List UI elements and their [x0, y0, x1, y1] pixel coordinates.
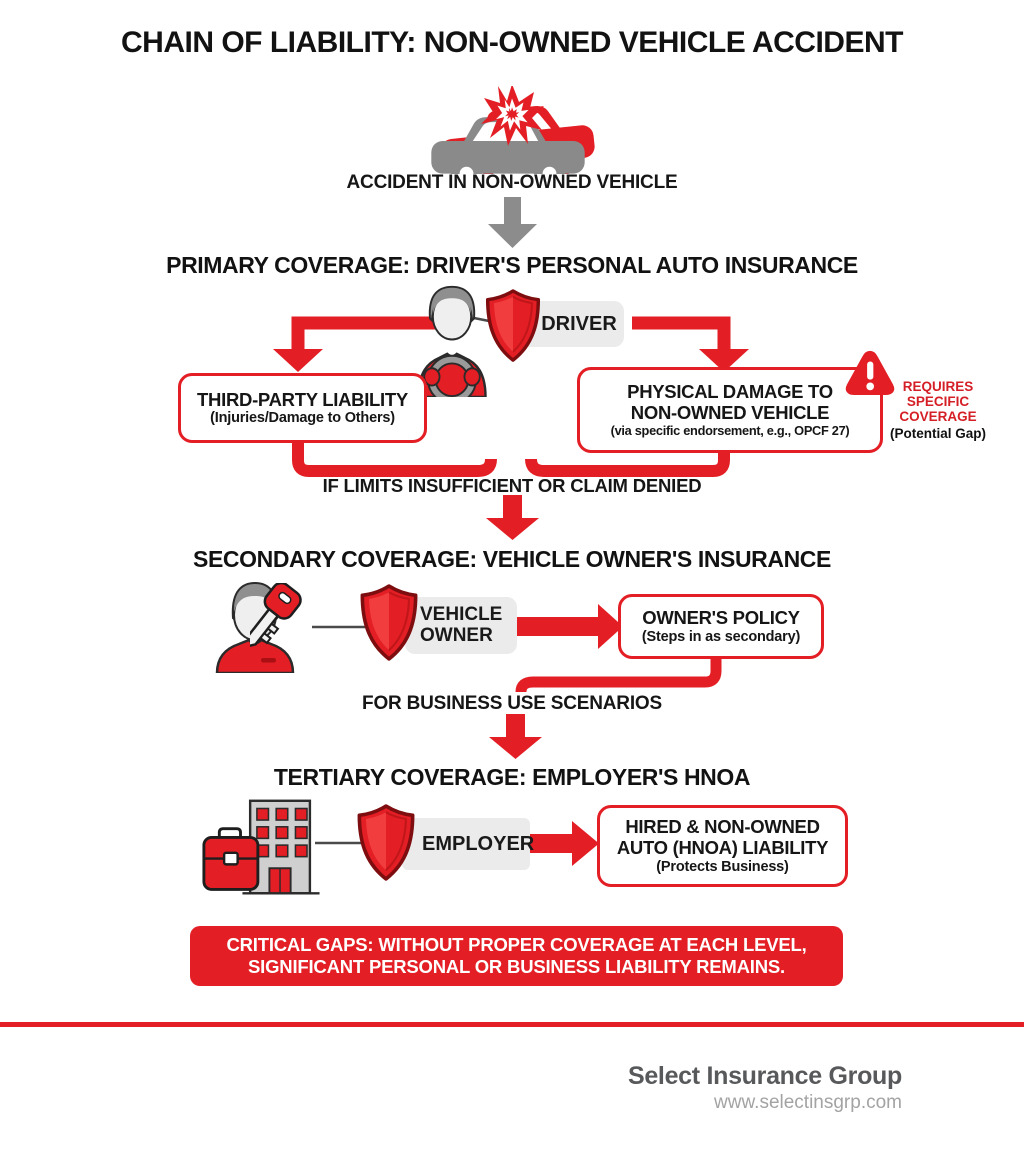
crash-burst-icon [481, 86, 544, 146]
car-crash-icon [382, 86, 642, 174]
footer: Select Insurance Group www.selectinsgrp.… [628, 1062, 902, 1114]
physical-damage-box: PHYSICAL DAMAGE TO NON-OWNED VEHICLE (vi… [577, 367, 883, 453]
owners-policy-box: OWNER'S POLICY (Steps in as secondary) [618, 594, 824, 659]
arrow-down-red-1-icon [486, 495, 539, 540]
driver-person-icon [417, 285, 487, 397]
critical-gaps-banner: CRITICAL GAPS: WITHOUT PROPER COVERAGE A… [190, 926, 843, 986]
vehicle-owner-label: VEHICLE OWNER [405, 597, 517, 654]
car-key-icon [250, 583, 302, 649]
tertiary-heading: TERTIARY COVERAGE: EMPLOYER'S HNOA [273, 764, 751, 790]
employer-hnoa-arrow-icon [528, 821, 599, 866]
company-name: Select Insurance Group [627, 1062, 902, 1090]
hnoa-liability-box: HIRED & NON-OWNED AUTO (HNOA) LIABILITY … [597, 805, 848, 887]
coverage-warning-note: REQUIRES SPECIFIC COVERAGE (Potential Ga… [889, 379, 986, 441]
warning-triangle-icon [845, 350, 895, 396]
employer-label: EMPLOYER [402, 818, 534, 870]
business-use-caption: FOR BUSINESS USE SCENARIOS [362, 693, 662, 714]
owner-policy-arrow-icon [516, 604, 623, 649]
arrow-down-red-2-icon [489, 714, 542, 759]
vehicle-owner-shield-icon [358, 583, 420, 663]
red-separator-line [0, 1022, 1024, 1027]
third-party-liability-box: THIRD-PARTY LIABILITY (Injuries/Damage t… [178, 373, 427, 443]
secondary-heading: SECONDARY COVERAGE: VEHICLE OWNER'S INSU… [193, 546, 831, 572]
page-title: CHAIN OF LIABILITY: NON-OWNED VEHICLE AC… [121, 26, 903, 59]
primary-heading: PRIMARY COVERAGE: DRIVER'S PERSONAL AUTO… [166, 252, 858, 278]
employer-building-briefcase-icon [202, 799, 320, 895]
company-website: www.selectinsgrp.com [714, 1092, 902, 1113]
branch-right-arrow-icon [632, 316, 749, 372]
arrow-down-gray-icon [488, 197, 537, 248]
accident-caption: ACCIDENT IN NON-OWNED VEHICLE [346, 172, 678, 193]
employer-shield-icon [355, 803, 417, 883]
merge-caption: IF LIMITS INSUFFICIENT OR CLAIM DENIED [322, 475, 702, 496]
driver-shield-icon [483, 288, 543, 364]
